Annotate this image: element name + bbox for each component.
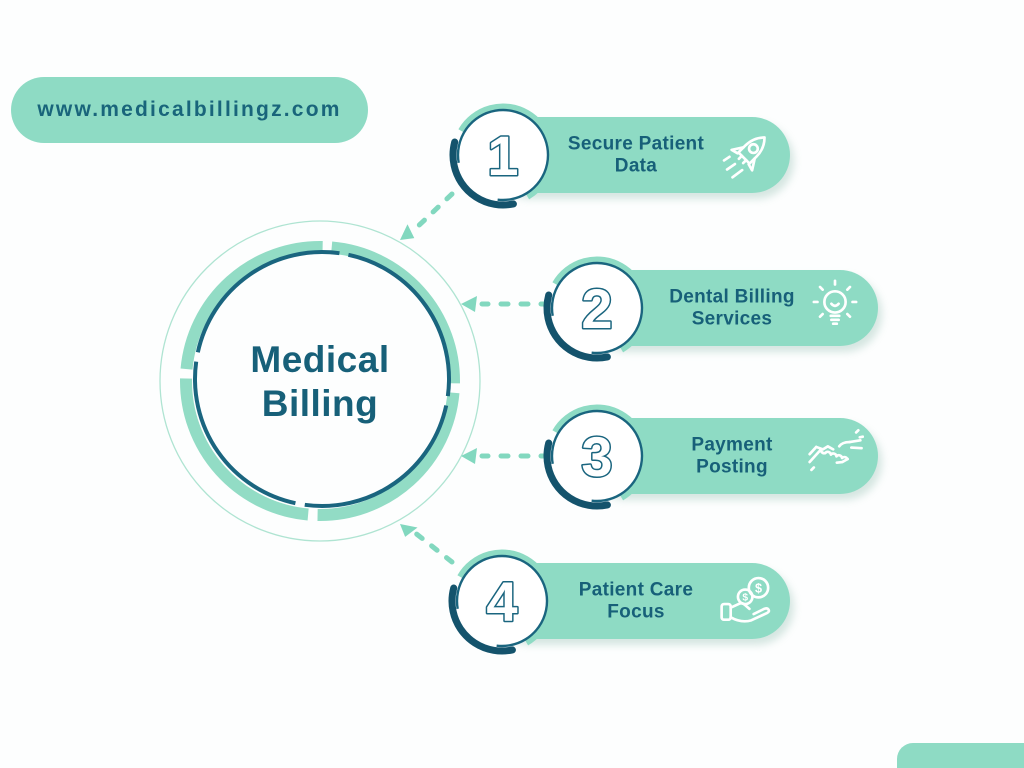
item-number: 4: [486, 570, 517, 633]
website-pill: www.medicalbillingz.com: [11, 77, 368, 143]
item-number-badge-1: 1: [449, 101, 557, 209]
lightbulb-icon: [812, 279, 858, 326]
item-number-badge-2: 2: [543, 254, 651, 362]
arrow-head-1: [400, 224, 415, 240]
badge-thin-ring: [455, 554, 549, 648]
website-url: www.medicalbillingz.com: [37, 98, 342, 121]
badge-circle: [552, 411, 642, 501]
badge-thin-ring: [456, 108, 550, 202]
center-title-line2: Billing: [261, 383, 379, 424]
badge-circle: [552, 263, 642, 353]
badge-thick-arc: [449, 101, 557, 209]
center-title: Medical Billing: [200, 338, 440, 426]
item-label-line2: Focus: [607, 601, 665, 622]
item-label-line2: Services: [691, 308, 773, 329]
handshake-icon: [808, 428, 864, 472]
item-label-line2: Posting: [696, 456, 768, 477]
item-number: 1: [487, 124, 518, 187]
arrow-head-2: [461, 296, 477, 312]
badge-circle: [458, 110, 548, 200]
item-label-line1: Patient Care: [578, 579, 694, 601]
badge-thick-arc: [543, 402, 651, 510]
item-label-line1: Payment: [691, 434, 773, 456]
item-label-line1: Secure Patient: [567, 133, 705, 155]
badge-thick-arc: [448, 547, 556, 655]
hand-coin-icon: $ $: [720, 576, 771, 623]
item-label-line2: Data: [614, 155, 658, 176]
item-label: Dental Billing Services: [637, 287, 827, 330]
center-title-line1: Medical: [250, 339, 390, 380]
rocket-icon: [722, 136, 766, 179]
item-number: 3: [581, 425, 612, 488]
item-label-line1: Dental Billing: [669, 286, 795, 308]
item-label: Payment Posting: [637, 435, 827, 478]
badge-thick-arc: [543, 254, 651, 362]
svg-text:$: $: [742, 593, 748, 604]
arrow-head-4: [400, 524, 418, 537]
arrow-head-3: [461, 448, 477, 464]
item-number-badge-3: 3: [543, 402, 651, 510]
item-number: 2: [581, 277, 612, 340]
item-label: Secure Patient Data: [541, 134, 731, 177]
badge-circle: [457, 556, 547, 646]
item-number-badge-4: 4: [448, 547, 556, 655]
svg-text:$: $: [755, 581, 762, 595]
corner-accent: [897, 743, 1024, 768]
item-label: Patient Care Focus: [541, 580, 731, 623]
